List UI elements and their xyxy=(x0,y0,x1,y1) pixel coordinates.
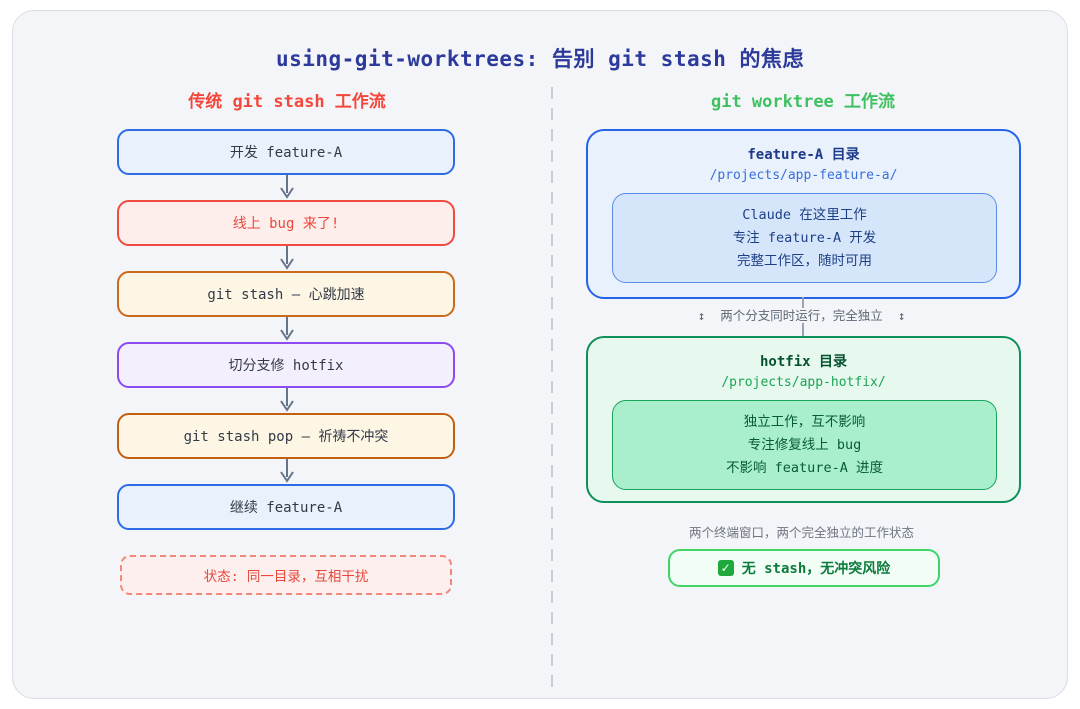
step-git-stash-pop: git stash pop — 祈祷不冲突 xyxy=(117,413,455,459)
right-column-heading: git worktree 工作流 xyxy=(710,92,896,112)
check-icon: ✓ xyxy=(717,560,734,576)
column-divider xyxy=(551,87,553,695)
down-arrow-icon xyxy=(280,459,294,483)
worktree-caption: 两个终端窗口，两个完全独立的工作状态 xyxy=(688,525,914,540)
left-column-heading: 传统 git stash 工作流 xyxy=(188,92,386,112)
diagram-card: using-git-worktrees: 告别 git stash 的焦虑 传统… xyxy=(12,10,1068,699)
hotfix-path: /projects/app-hotfix/ xyxy=(721,375,886,390)
no-stash-badge: ✓ 无 stash，无冲突风险 xyxy=(668,549,940,587)
step-bug-arrives: 线上 bug 来了! xyxy=(117,200,455,246)
badge-label: 无 stash，无冲突风险 xyxy=(741,561,891,577)
feature-a-box-title: feature-A 目录 xyxy=(747,147,860,163)
hotfix-detail-line: 不影响 feature-A 进度 xyxy=(726,459,883,476)
down-arrow-icon xyxy=(280,246,294,270)
down-arrow-icon xyxy=(280,388,294,412)
hotfix-worktree-box: hotfix 目录 /projects/app-hotfix/ 独立工作，互不影… xyxy=(586,336,1021,503)
step-develop-feature-a: 开发 feature-A xyxy=(117,129,455,175)
diagram-title: using-git-worktrees: 告别 git stash 的焦虑 xyxy=(275,47,805,71)
hotfix-detail-line: 专注修复线上 bug xyxy=(747,436,862,453)
worktree-connector-label: ↕ 两个分支同时运行，完全独立 ↕ xyxy=(586,305,1017,324)
status-note-box: 状态: 同一目录，互相干扰 xyxy=(120,555,452,595)
feature-a-worktree-box: feature-A 目录 /projects/app-feature-a/ Cl… xyxy=(586,129,1021,299)
step-git-stash: git stash — 心跳加速 xyxy=(117,271,455,317)
hotfix-box-title: hotfix 目录 xyxy=(759,354,847,370)
feature-a-path: /projects/app-feature-a/ xyxy=(709,168,898,183)
hotfix-detail-line: 独立工作，互不影响 xyxy=(743,413,866,430)
down-arrow-icon xyxy=(280,175,294,199)
feature-a-detail-line: Claude 在这里工作 xyxy=(742,206,867,223)
feature-a-detail-box: Claude 在这里工作 专注 feature-A 开发 完整工作区，随时可用 xyxy=(612,193,997,283)
down-arrow-icon xyxy=(280,317,294,341)
feature-a-detail-line: 专注 feature-A 开发 xyxy=(732,229,877,246)
step-continue-feature-a: 继续 feature-A xyxy=(117,484,455,530)
step-switch-branch-hotfix: 切分支修 hotfix xyxy=(117,342,455,388)
feature-a-detail-line: 完整工作区，随时可用 xyxy=(737,252,872,269)
hotfix-detail-box: 独立工作，互不影响 专注修复线上 bug 不影响 feature-A 进度 xyxy=(612,400,997,490)
